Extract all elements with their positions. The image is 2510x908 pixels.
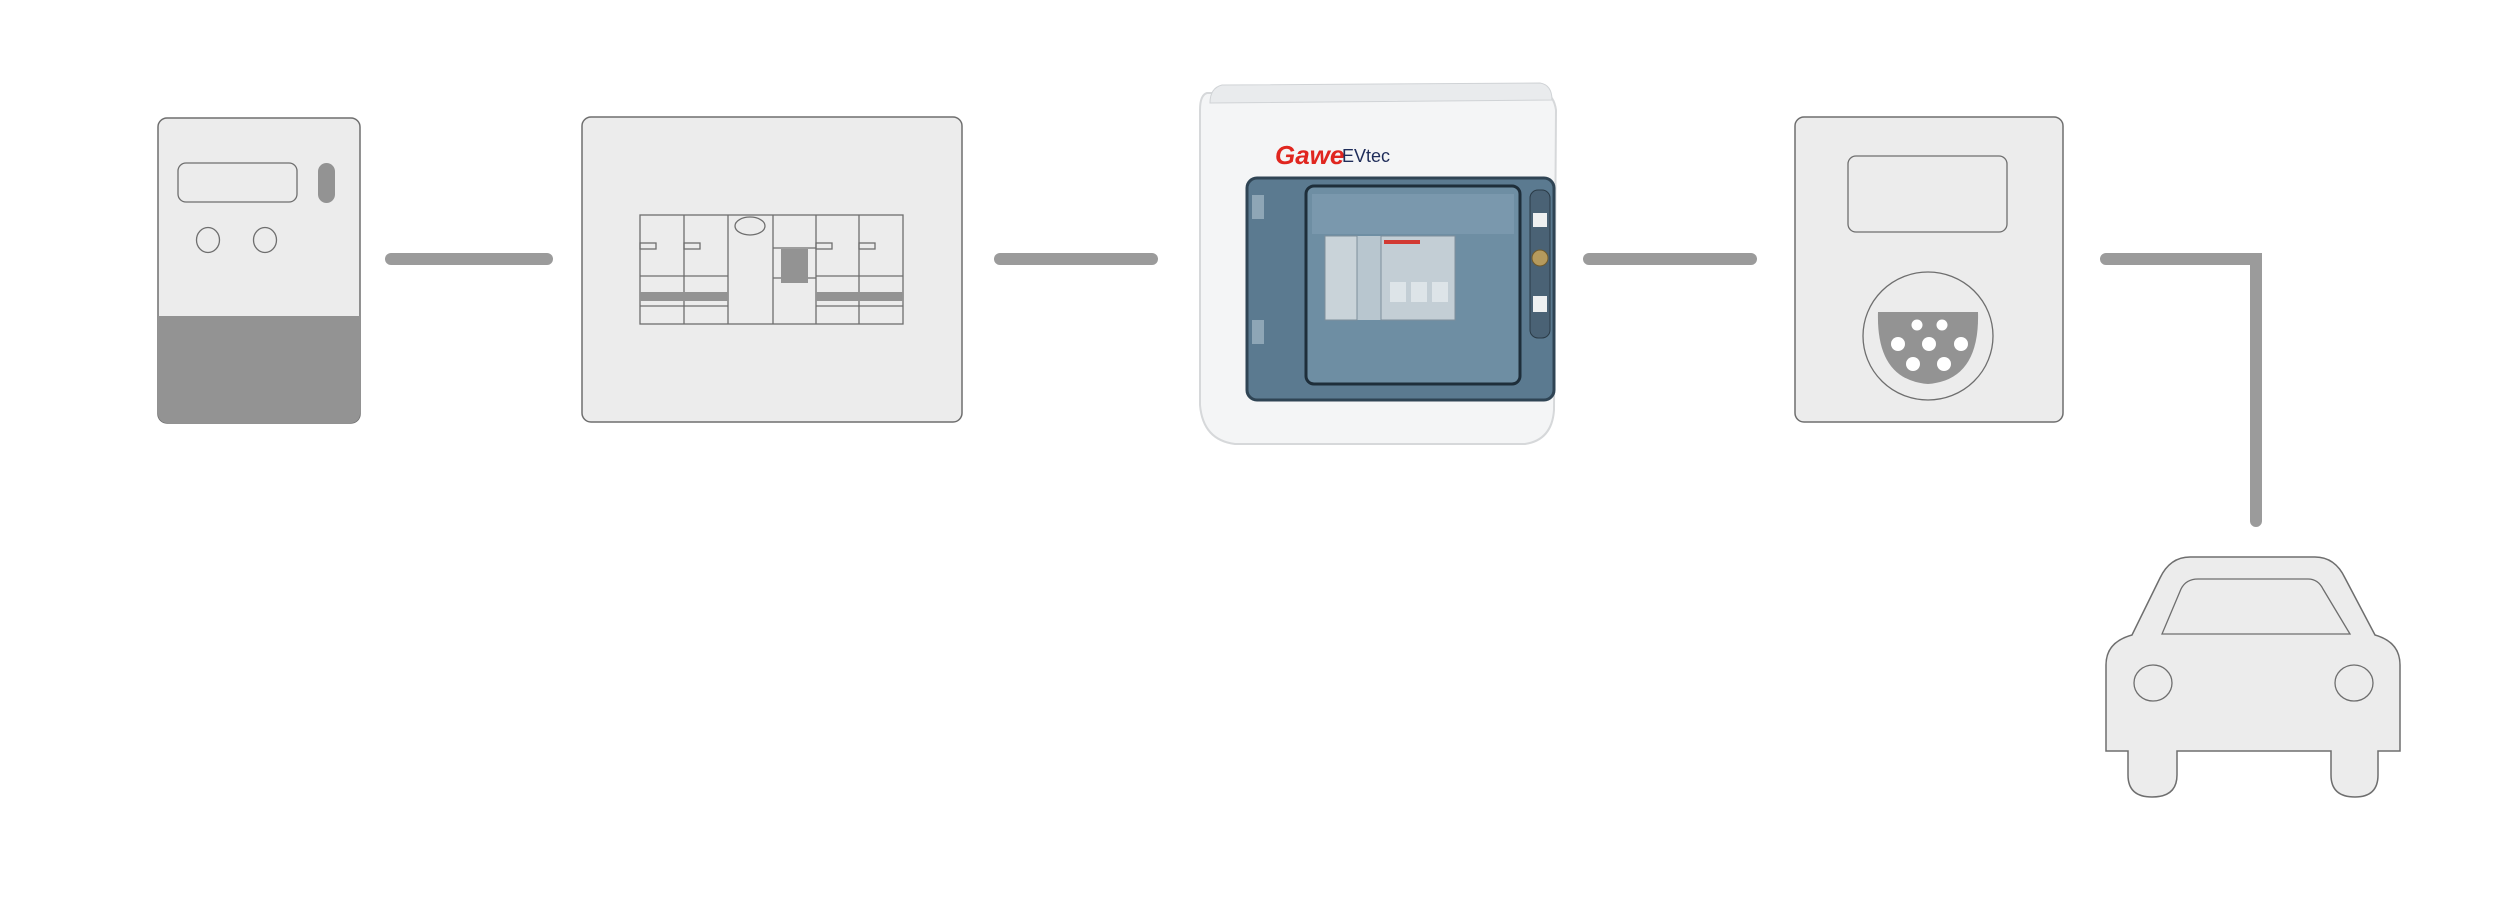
car-headlight [2334,664,2374,702]
car-icon [2105,556,2401,798]
circuit-breakers [1324,235,1456,321]
lock-icon [1531,249,1549,267]
car-windshield [2161,578,2352,635]
breaker-switch [781,249,808,283]
meter-display [177,162,298,203]
electricity-meter-icon [157,117,361,424]
ev-charger-icon [1794,116,2064,423]
model-name: EVtec [1342,146,1390,166]
charger-display [1847,155,2008,233]
socket-pins [1891,319,1968,371]
brand-logo: Gawe [1275,140,1344,170]
car-headlight [2133,664,2173,702]
distribution-box-product: Gawe EVtec [1199,82,1558,445]
charging-socket [1862,271,1994,401]
wire-charger-to-car [2100,253,2262,527]
breaker-panel-icon [581,116,963,423]
meter-button [252,226,278,254]
meter-button [195,226,221,254]
meter-indicator [318,163,335,203]
